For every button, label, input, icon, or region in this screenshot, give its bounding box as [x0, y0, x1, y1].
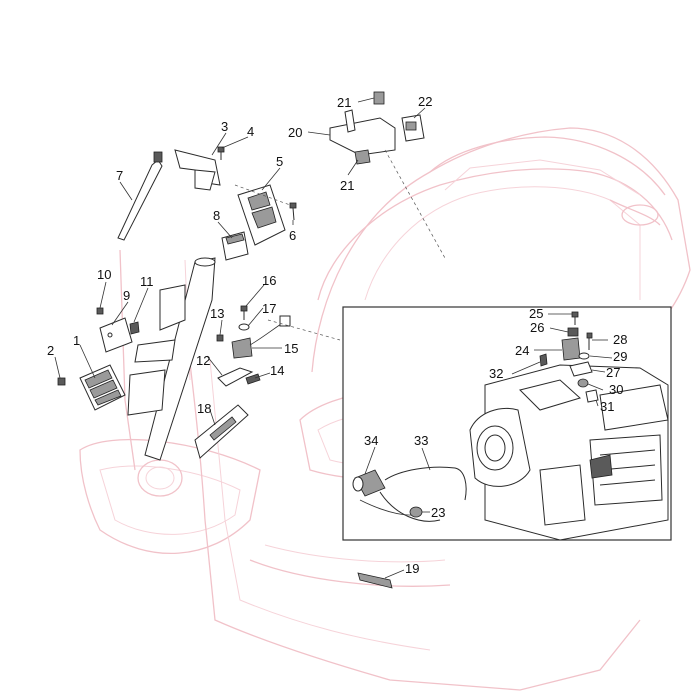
callout-21-bottom: 21 — [340, 178, 354, 193]
part-24-sensor — [561, 337, 581, 361]
callout-17: 17 — [262, 301, 276, 316]
part-14-spring — [245, 373, 261, 385]
part-26-nut — [567, 327, 579, 337]
part-4-screw — [217, 146, 225, 160]
part-29-washer — [578, 352, 590, 360]
callout-15: 15 — [284, 341, 298, 356]
inset-engine-detail — [342, 306, 672, 541]
callout-11: 11 — [140, 274, 154, 289]
leader-lines — [54, 97, 613, 579]
part-6-screw — [289, 202, 297, 221]
callout-32: 32 — [489, 366, 503, 381]
part-19-bracket — [357, 572, 393, 589]
callout-34: 34 — [364, 433, 378, 448]
part-16-screw — [240, 305, 248, 320]
part-23-clip — [409, 506, 423, 518]
part-7-cable-tie — [117, 151, 163, 241]
callout-29: 29 — [613, 349, 627, 364]
part-27-bracket — [569, 361, 593, 377]
part-21-connector-top — [373, 91, 385, 105]
part-2-screw — [57, 377, 66, 386]
callout-13: 13 — [210, 306, 224, 321]
part-9-bracket — [99, 317, 133, 353]
callout-30: 30 — [609, 382, 623, 397]
reference-lines — [234, 149, 446, 341]
part-25-screw — [571, 311, 579, 325]
callout-10: 10 — [97, 267, 111, 282]
callout-23: 23 — [431, 505, 445, 520]
callout-25: 25 — [529, 306, 543, 321]
callout-14: 14 — [270, 363, 284, 378]
callout-2: 2 — [47, 343, 54, 358]
part-32-pin — [539, 353, 548, 367]
callout-27: 27 — [606, 365, 620, 380]
callout-16: 16 — [262, 273, 276, 288]
part-12-bracket — [217, 367, 254, 387]
callout-18: 18 — [197, 401, 211, 416]
callout-4: 4 — [247, 124, 254, 139]
part-18-cover-plate — [194, 404, 249, 459]
callout-6: 6 — [289, 228, 296, 243]
part-20-bracket — [329, 109, 396, 156]
part-30-spacer — [577, 378, 589, 388]
part-10-screw — [96, 307, 104, 315]
callout-24: 24 — [515, 343, 529, 358]
part-1-voltage-regulator — [79, 364, 126, 411]
callout-5: 5 — [276, 154, 283, 169]
callout-labels: 1 2 3 4 5 6 7 8 9 10 11 12 13 14 15 16 1… — [47, 94, 627, 576]
callout-1: 1 — [73, 333, 80, 348]
callout-20: 20 — [288, 125, 302, 140]
callout-22: 22 — [418, 94, 432, 109]
callout-26: 26 — [530, 320, 544, 335]
part-33-hose — [359, 466, 467, 522]
callout-12: 12 — [196, 353, 210, 368]
callout-33: 33 — [414, 433, 428, 448]
callout-28: 28 — [613, 332, 627, 347]
part-28-screw — [586, 332, 593, 350]
part-21-connector-bottom — [354, 149, 371, 165]
callout-31: 31 — [600, 399, 614, 414]
part-8-relay — [221, 231, 249, 261]
callout-9: 9 — [123, 288, 130, 303]
callout-8: 8 — [213, 208, 220, 223]
part-13-screw — [216, 334, 224, 342]
part-5-control-unit — [237, 184, 286, 246]
part-3-bracket — [174, 149, 221, 191]
callout-19: 19 — [405, 561, 419, 576]
part-11-clip — [129, 321, 140, 335]
callout-3: 3 — [221, 119, 228, 134]
part-17-washer — [238, 323, 250, 331]
callout-7: 7 — [116, 168, 123, 183]
part-31-spring — [585, 389, 599, 403]
frame-tube — [127, 257, 216, 461]
part-15-sensor — [231, 315, 291, 359]
callout-21-top: 21 — [337, 95, 351, 110]
part-34-connector — [352, 469, 386, 497]
part-22-switch — [401, 114, 425, 142]
